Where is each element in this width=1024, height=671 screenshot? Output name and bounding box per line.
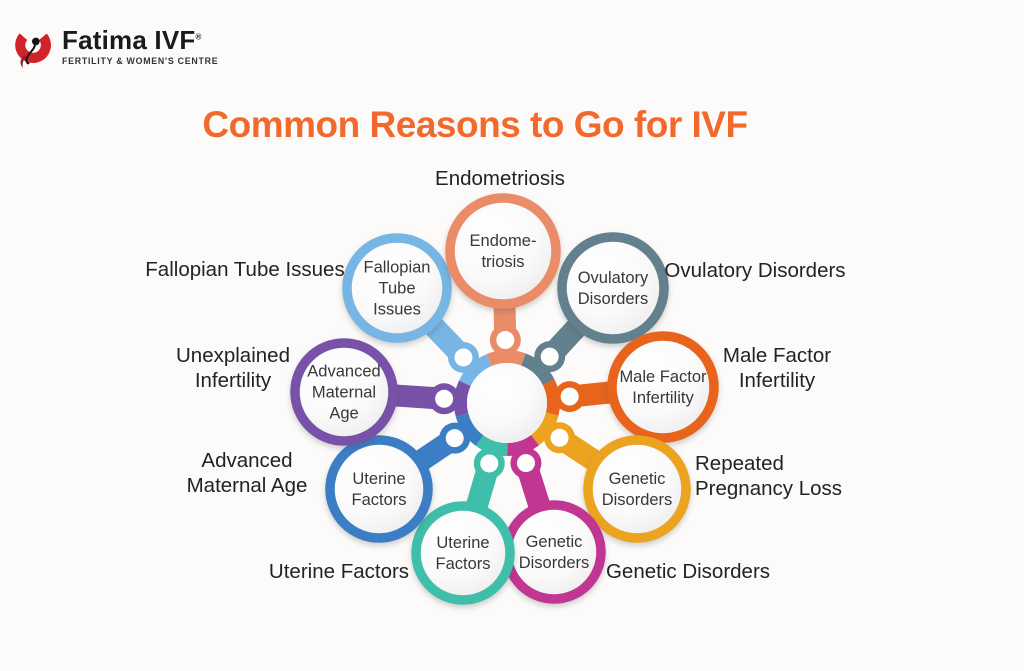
brand-name: Fatima IVF® bbox=[62, 24, 202, 55]
nodes bbox=[290, 193, 719, 605]
spoke-hole-uterine-factors-blue bbox=[445, 429, 464, 448]
brand-logo: Fatima IVF® FERTILITY & WOMEN'S CENTRE bbox=[12, 22, 218, 70]
outer-label-genetic-disorders-magenta: Genetic Disorders bbox=[606, 560, 770, 583]
spoke-hole-advanced-maternal-age bbox=[435, 389, 454, 408]
hub-ring-segment-male-factor-infertility bbox=[542, 379, 560, 416]
node-circle-advanced-maternal-age bbox=[290, 338, 398, 446]
node-circle-ovulatory-disorders bbox=[557, 232, 669, 344]
node-label-endometriosis: Endome-triosis bbox=[470, 232, 537, 271]
spoke-hole-fallopian-tube-issues bbox=[454, 348, 473, 367]
hub-ring-segment-advanced-maternal-age bbox=[454, 380, 471, 417]
spoke-hole-ovulatory-disorders bbox=[540, 347, 559, 366]
hub-ring-segment-endometriosis bbox=[486, 350, 526, 367]
spoke-holes bbox=[428, 324, 586, 479]
hub-ring bbox=[454, 350, 560, 456]
node-circle-genetic-disorders-magenta bbox=[502, 500, 606, 604]
hub-ring-segment-fallopian-tube-issues bbox=[458, 354, 492, 387]
hub-ring-segment-uterine-factors-teal bbox=[475, 435, 508, 456]
node-circle-uterine-factors-teal bbox=[411, 501, 515, 605]
outer-label-fallopian-tube-issues: Fallopian Tube Issues bbox=[145, 258, 344, 281]
hub-ring-segment-uterine-factors-blue bbox=[455, 413, 484, 446]
hub-ring-segment-ovulatory-disorders bbox=[520, 353, 555, 386]
spoke-hole-endometriosis bbox=[496, 331, 515, 350]
node-circle-male-factor-infertility bbox=[607, 331, 719, 443]
node-circle-fallopian-tube-issues bbox=[342, 233, 452, 343]
outer-label-uterine-factors-teal: Uterine Factors bbox=[269, 560, 409, 583]
spoke-hole-male-factor-infertility bbox=[560, 387, 579, 406]
hub-inner-circle bbox=[467, 363, 547, 443]
node-circle-uterine-factors-blue bbox=[325, 435, 433, 543]
node-circle-endometriosis bbox=[445, 193, 561, 309]
brand-tagline: FERTILITY & WOMEN'S CENTRE bbox=[62, 55, 219, 66]
page-title: Common Reasons to Go for IVF bbox=[202, 104, 748, 145]
brand-text-block: Fatima IVF® FERTILITY & WOMEN'S CENTRE bbox=[62, 27, 218, 66]
spoke-hole-genetic-disorders-magenta bbox=[516, 454, 535, 473]
outer-label-endometriosis: Endometriosis bbox=[435, 167, 565, 190]
outer-label-ovulatory-disorders: Ovulatory Disorders bbox=[664, 259, 845, 282]
registered-mark: ® bbox=[195, 31, 202, 41]
spoke-hole-uterine-factors-teal bbox=[480, 454, 499, 473]
hub-ring-segment-genetic-disorders-magenta bbox=[507, 434, 539, 456]
fatima-ivf-logo-icon bbox=[15, 27, 51, 68]
hub-ring-segment-genetic-disorders-amber bbox=[530, 412, 559, 446]
spoke-hole-genetic-disorders-amber bbox=[550, 428, 569, 447]
node-circle-genetic-disorders-amber bbox=[583, 435, 691, 543]
